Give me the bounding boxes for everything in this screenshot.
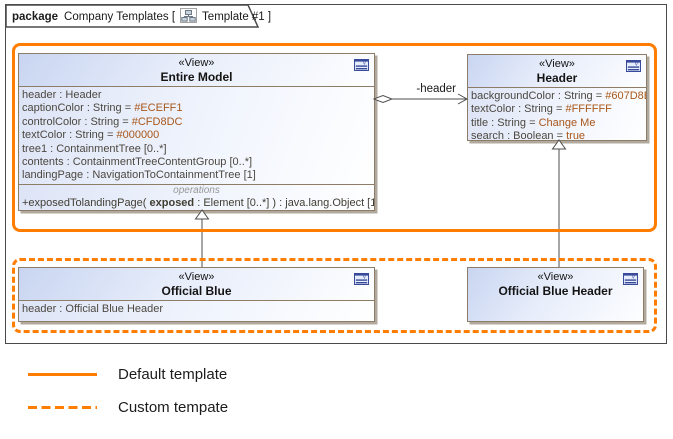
legend-row-default: Default template bbox=[28, 365, 228, 383]
view-stereotype-icon: v bbox=[626, 59, 641, 77]
attribute: tree1 : ContainmentTree [0..*] bbox=[22, 142, 167, 155]
legend-label: Default template bbox=[118, 365, 228, 383]
name-compartment: «View» Entire Model v bbox=[19, 54, 374, 87]
svg-text:v: v bbox=[632, 275, 635, 281]
view-stereotype-icon: v bbox=[623, 272, 638, 290]
view-stereotype-icon: v bbox=[354, 58, 369, 76]
attribute: textColor : String = #000000 bbox=[22, 129, 160, 142]
attributes-compartment: header : Official Blue Header bbox=[19, 301, 374, 321]
class-name: Header bbox=[536, 71, 578, 85]
diagram-name: Template #1 ] bbox=[202, 11, 272, 23]
package-keyword: package bbox=[12, 11, 59, 23]
attributes-compartment: header : Header captionColor : String = … bbox=[19, 87, 374, 184]
attribute: landingPage : NavigationToContainmentTre… bbox=[22, 169, 256, 182]
operations-label: operations bbox=[173, 184, 220, 196]
attribute: search : Boolean = true bbox=[471, 130, 586, 141]
attribute: controlColor : String = #CFD8DC bbox=[22, 115, 183, 128]
class-entire-model[interactable]: «View» Entire Model v header : Header ca… bbox=[18, 53, 375, 211]
svg-text:v: v bbox=[635, 62, 638, 68]
stereotype-label: «View» bbox=[178, 57, 215, 69]
attribute: header : Header bbox=[22, 89, 102, 101]
attribute: textColor : String = #FFFFFF bbox=[471, 103, 612, 116]
class-header[interactable]: «View» Header v backgroundColor : String… bbox=[467, 54, 647, 141]
name-compartment: «View» Official Blue Header v bbox=[468, 268, 643, 321]
package-name: Company Templates [ bbox=[64, 11, 176, 23]
attribute: title : String = Change Me bbox=[471, 116, 596, 129]
class-name: Official Blue Header bbox=[498, 284, 613, 298]
name-compartment: «View» Official Blue v bbox=[19, 268, 374, 301]
operation: +exposedTolandingPage( exposed : Element… bbox=[22, 196, 375, 209]
operations-compartment: operations +exposedTolandingPage( expose… bbox=[19, 183, 375, 210]
class-diagram-icon bbox=[180, 8, 198, 26]
stereotype-label: «View» bbox=[539, 58, 575, 70]
svg-text:v: v bbox=[363, 275, 366, 281]
attribute: header : Official Blue Header bbox=[22, 303, 164, 315]
svg-text:v: v bbox=[363, 61, 366, 67]
class-official-blue-header[interactable]: «View» Official Blue Header v bbox=[467, 267, 644, 322]
attribute: captionColor : String = #ECEFF1 bbox=[22, 102, 183, 115]
stereotype-label: «View» bbox=[537, 271, 574, 283]
class-official-blue[interactable]: «View» Official Blue v header : Official… bbox=[18, 267, 375, 322]
legend-row-custom: Custom tempate bbox=[28, 398, 228, 416]
attribute: backgroundColor : String = #607D8B bbox=[471, 90, 647, 102]
legend-label: Custom tempate bbox=[118, 398, 229, 416]
attributes-compartment: backgroundColor : String = #607D8B textC… bbox=[468, 88, 647, 141]
solid-line-sample bbox=[28, 372, 97, 376]
dashed-line-sample bbox=[28, 405, 97, 409]
class-name: Entire Model bbox=[160, 70, 233, 84]
legend: Default template Custom tempate bbox=[28, 365, 228, 431]
association-role-label: -header bbox=[416, 83, 456, 95]
view-stereotype-icon: v bbox=[354, 272, 369, 290]
attribute: contents : ContainmentTreeContentGroup [… bbox=[22, 156, 253, 169]
package-tab-text: package Company Templates [ Template #1 … bbox=[12, 8, 271, 26]
class-name: Official Blue bbox=[161, 284, 232, 298]
name-compartment: «View» Header v bbox=[468, 55, 646, 88]
stereotype-label: «View» bbox=[178, 271, 215, 283]
